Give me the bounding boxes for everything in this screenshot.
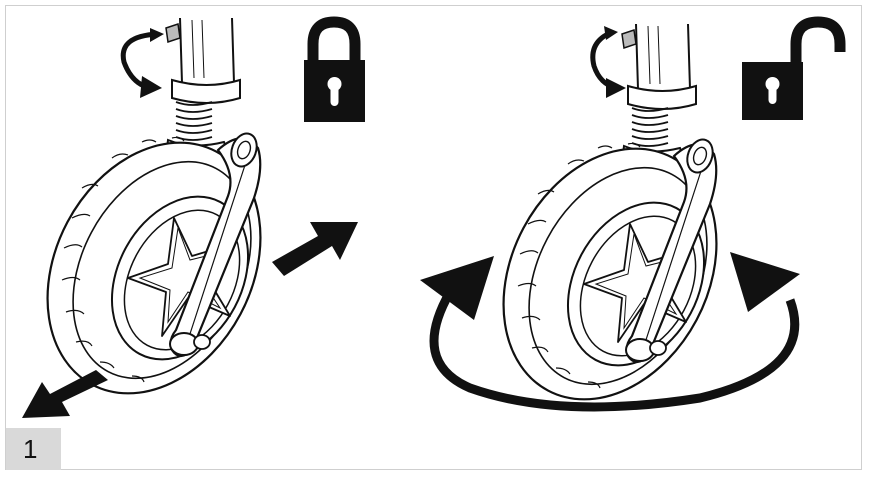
wheel-assembly-left [4, 16, 304, 432]
circular-swivel-arrow-icon [420, 252, 800, 412]
padlock-closed-icon [304, 16, 365, 122]
padlock-open-icon [742, 16, 846, 120]
push-forward-arrow-icon [272, 222, 358, 276]
step-number-badge: 1 [6, 428, 61, 470]
rotate-arrow-icon [120, 28, 164, 98]
pull-backward-arrow-icon [22, 370, 108, 418]
panel-locked [4, 16, 365, 432]
panel-unlocked [420, 16, 846, 438]
rotate-arrow-icon [590, 26, 626, 98]
step-number: 1 [23, 433, 38, 464]
